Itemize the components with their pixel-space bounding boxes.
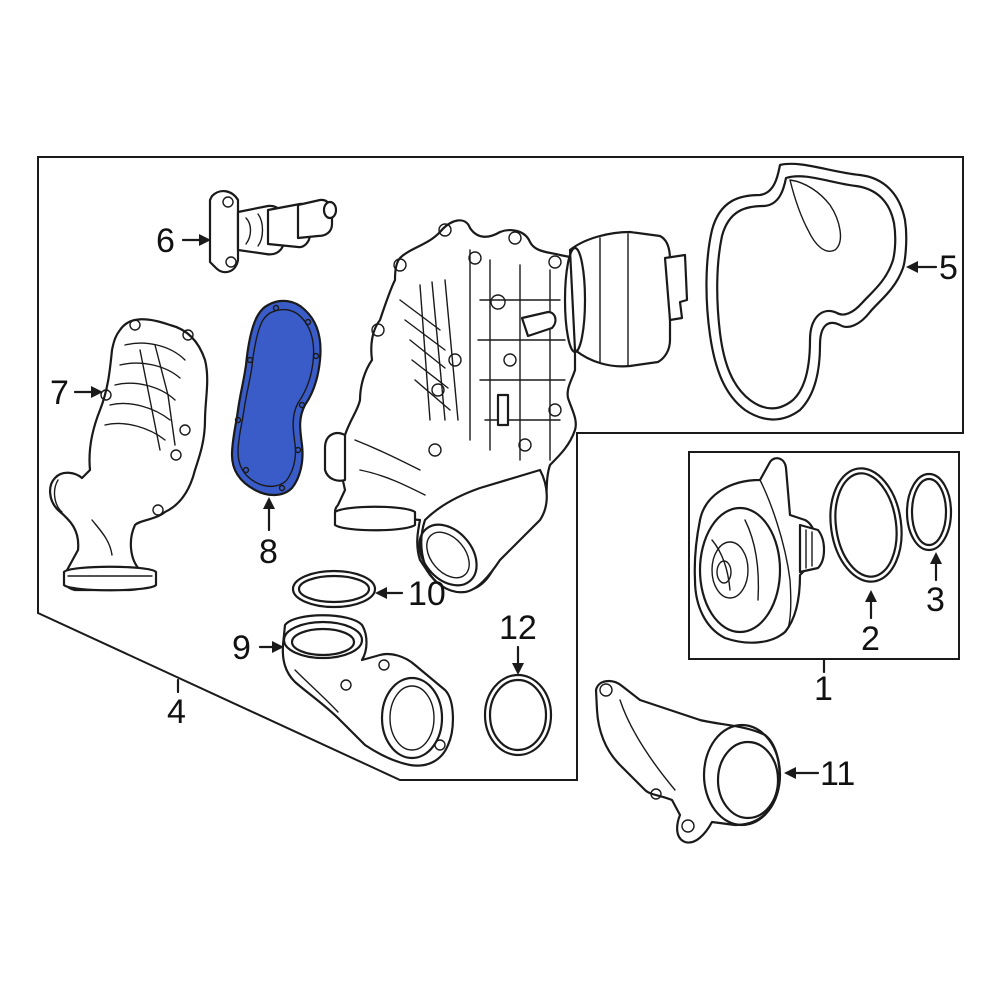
callout-2: 2 [861, 620, 880, 658]
callout-4: 4 [167, 693, 186, 731]
assembly-4-frame [37, 156, 964, 781]
part-8-gasket-highlighted[interactable] [230, 299, 322, 497]
part-2-seal-ring[interactable] [823, 464, 908, 587]
callout-7: 7 [50, 374, 69, 412]
callout-12: 12 [499, 609, 537, 647]
part-12-o-ring[interactable] [483, 673, 553, 757]
part-11-coolant-pipe[interactable] [594, 680, 782, 844]
callout-8: 8 [259, 533, 278, 571]
part-7-housing[interactable] [49, 318, 209, 592]
callout-3: 3 [926, 581, 945, 619]
leader-lines [73, 234, 942, 779]
part-1-water-pump[interactable] [693, 457, 826, 644]
part-6-sensor[interactable] [208, 190, 338, 274]
callout-5: 5 [939, 249, 958, 287]
callout-1: 1 [814, 670, 833, 708]
part-10-o-ring[interactable] [291, 569, 377, 609]
callout-labels: 1 2 3 4 5 6 7 8 9 10 11 12 [50, 222, 958, 793]
gasket-8-fill [230, 299, 322, 497]
callout-10: 10 [408, 575, 446, 613]
part-5-gasket[interactable] [705, 162, 908, 421]
callout-11: 11 [820, 755, 855, 793]
callout-6: 6 [156, 222, 175, 260]
part-9-outlet-pipe[interactable] [281, 614, 454, 767]
part-3-o-ring[interactable] [905, 472, 953, 552]
part-4-water-pump-housing[interactable] [323, 219, 689, 596]
callout-9: 9 [232, 629, 251, 667]
